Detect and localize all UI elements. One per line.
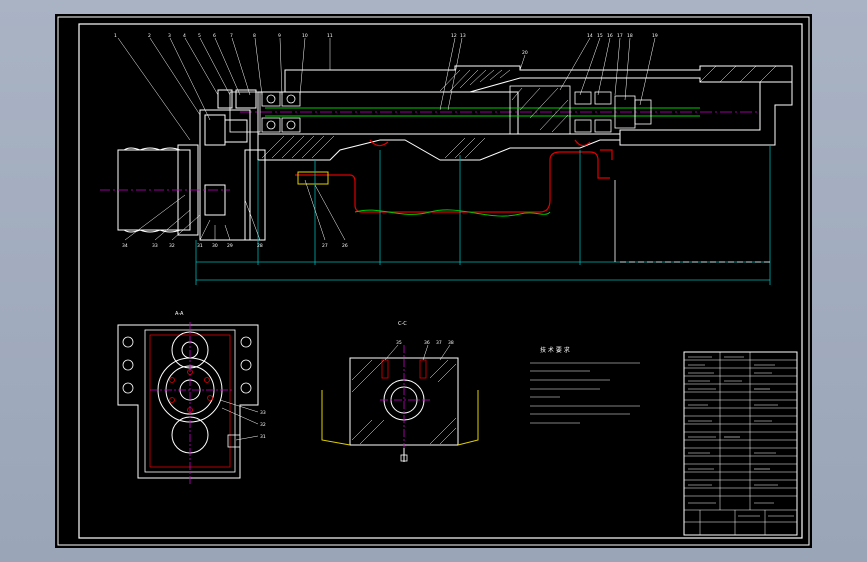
title-block-text-strokes <box>688 356 794 517</box>
section-a-a-view: A-A <box>117 311 266 485</box>
callout: 37 <box>436 340 442 346</box>
title-block <box>683 351 798 536</box>
callouts-top: 1 2 3 4 5 6 7 8 9 10 11 12 13 14 15 16 1… <box>114 33 658 56</box>
callout: 5 <box>198 33 201 39</box>
section-label-aa: A-A <box>175 311 184 317</box>
shaft-housing <box>257 91 519 135</box>
callout: 20 <box>522 50 528 56</box>
upper-arm-hatch <box>439 65 777 92</box>
callout: 28 <box>257 243 263 249</box>
callout: 29 <box>227 243 233 249</box>
callout: 12 <box>451 33 457 39</box>
leader-lines-bottom <box>124 179 346 241</box>
notes-title: 技 术 要 求 <box>540 346 570 354</box>
gearbox <box>199 89 257 241</box>
callout: 26 <box>342 243 348 249</box>
section-cut-red <box>295 151 610 213</box>
vertical-support <box>244 149 266 241</box>
gearbox-outline <box>117 324 259 479</box>
upper-arm <box>284 65 793 93</box>
section-label-cc: C-C <box>398 321 407 327</box>
callout: 8 <box>253 33 256 39</box>
callouts-bottom: 34 33 32 31 30 29 28 27 26 <box>122 243 348 249</box>
clamp-block <box>297 171 329 185</box>
right-bracket <box>619 81 793 146</box>
cc-hatch <box>351 359 457 445</box>
callout: 13 <box>460 33 466 39</box>
callout: 19 <box>652 33 658 39</box>
callout: 14 <box>587 33 593 39</box>
callout: 15 <box>597 33 603 39</box>
callout: 33 <box>260 410 266 416</box>
dimension-lines <box>195 145 771 285</box>
break-line <box>354 209 551 217</box>
callout: 35 <box>396 340 402 346</box>
right-bearing-hatch <box>511 87 569 133</box>
callout: 6 <box>213 33 216 39</box>
callout: 34 <box>122 243 128 249</box>
callout: 18 <box>627 33 633 39</box>
housing-hatch <box>261 135 486 159</box>
callout: 2 <box>148 33 151 39</box>
drawing-canvas: 1 2 3 4 5 6 7 8 9 10 11 12 13 14 15 16 1… <box>57 16 810 546</box>
mounting-holes <box>122 336 252 394</box>
callout: 31 <box>260 434 266 440</box>
callout: 36 <box>424 340 430 346</box>
callout: 16 <box>607 33 613 39</box>
main-assembly-view <box>100 37 793 285</box>
callout: 4 <box>183 33 186 39</box>
callout: 32 <box>169 243 175 249</box>
callout: 33 <box>152 243 158 249</box>
note-text-strokes <box>530 362 640 424</box>
callout: 11 <box>327 33 333 39</box>
callout: 31 <box>197 243 203 249</box>
outer-border <box>57 16 810 546</box>
callout: 17 <box>617 33 623 39</box>
callout: 27 <box>322 243 328 249</box>
section-c-c-view: C-C 35 36 37 38 <box>321 321 479 462</box>
callout: 32 <box>260 422 266 428</box>
callout: 38 <box>448 340 454 346</box>
callout: 1 <box>114 33 117 39</box>
callout: 10 <box>302 33 308 39</box>
aa-centerlines <box>150 322 232 485</box>
left-bearings <box>229 91 301 133</box>
callout: 9 <box>278 33 281 39</box>
gear-bolts <box>169 369 213 413</box>
callout: 30 <box>212 243 218 249</box>
technical-notes: 技 术 要 求 <box>530 346 640 424</box>
callout: 7 <box>230 33 233 39</box>
drawing-sheet: 1 2 3 4 5 6 7 8 9 10 11 12 13 14 15 16 1… <box>55 14 812 548</box>
title-block-grid <box>684 352 797 535</box>
inner-border <box>78 23 803 539</box>
callout: 3 <box>168 33 171 39</box>
cc-yellow-edge <box>321 390 479 446</box>
leader-lines-top <box>117 37 656 141</box>
